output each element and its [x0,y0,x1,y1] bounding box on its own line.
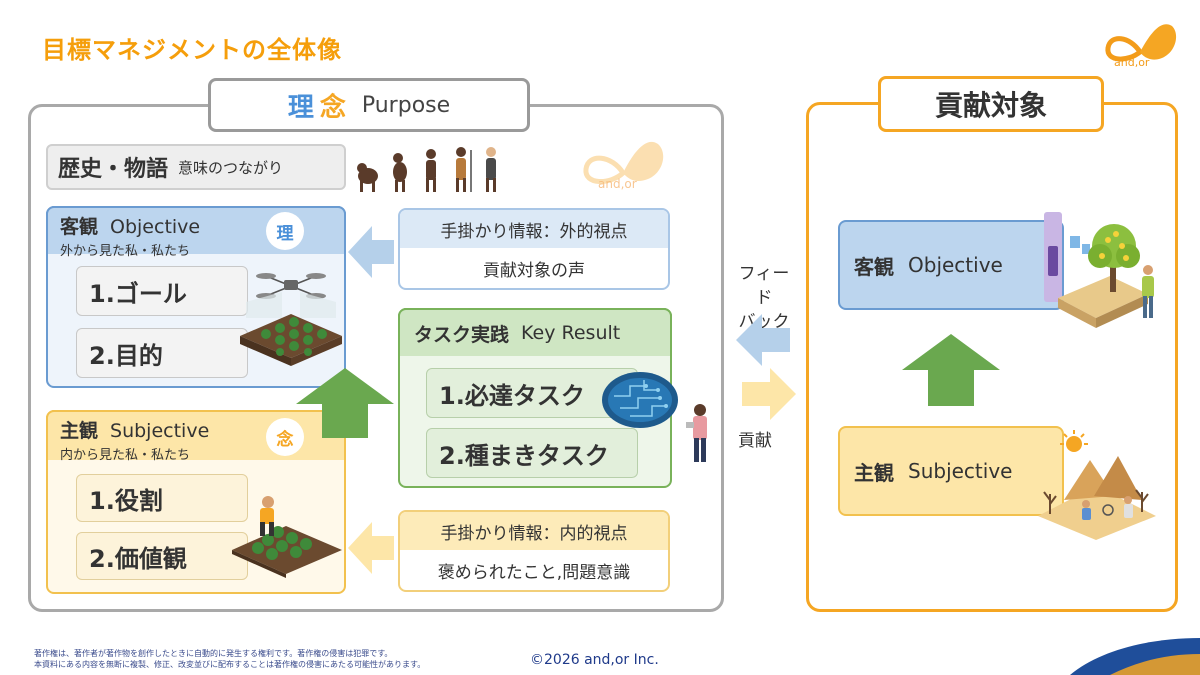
target-objective-en: Objective [908,253,1003,277]
desert-investigation-icon [1038,430,1156,540]
feedback-label-line1: フィード [738,264,790,308]
subjective-jp: 主観 [60,420,99,442]
farmer-field-icon [232,496,342,578]
clue-external-body: 貢献対象の声 [483,260,585,281]
and-or-logo-icon [1105,24,1177,62]
task-header: タスク実践 Key Result [398,308,672,356]
objective-item-purpose: 2.目的 [76,328,248,378]
page-title: 目標マネジメントの全体像 [42,36,342,64]
target-subjective-box: 主観 Subjective [838,426,1064,516]
objective-en: Objective [110,216,201,238]
subjective-badge: 念 [266,418,304,456]
history-box: 歴史・物語 意味のつながり [46,144,346,190]
history-sub: 意味のつながり [178,158,284,177]
objective-item-goal: 1.ゴール [76,266,248,316]
arrow-up-green-right-icon [902,334,1000,406]
clue-internal-box: 手掛かり情報：内的視点 褒められたこと,問題意識 [398,510,670,592]
footer-copyright-note: 著作権は、著作者が著作物を創作したときに自動的に発生する権利です。著作権の侵害は… [34,648,425,670]
subjective-sub: 内から見た私・私たち [60,448,191,463]
contribution-label: 貢献 [738,431,772,451]
task-en: Key Result [521,322,621,344]
contribution-target-title: 貢献対象 [878,76,1104,132]
target-objective-box: 客観 Objective [838,220,1064,310]
watermark-text: and,or [598,177,637,191]
task-item-required: 1.必達タスク [426,368,638,418]
footer-line2: 本資料にある内容を無断に複製、修正、改変並びに配布することは著作権の侵害にあたる… [34,660,426,669]
corner-decoration-icon [1070,638,1200,675]
clue-external-box: 手掛かり情報：外的視点 貢献対象の声 [398,208,670,290]
subjective-item-role: 1.役割 [76,474,248,522]
clue-internal-title: 手掛かり情報：内的視点 [400,512,668,550]
arrow-left-yellow-icon [348,522,394,574]
human-evolution-icon [357,147,496,192]
clue-internal-body: 褒められたこと,問題意識 [437,562,631,583]
subjective-item-values: 2.価値観 [76,532,248,580]
target-subjective-en: Subjective [908,459,1013,483]
logo-text: and,or [1114,56,1150,69]
purpose-ri: 理 [287,92,314,123]
brain-person-icon [602,372,707,462]
drone-field-icon [240,273,342,366]
objective-badge: 理 [266,212,304,250]
subjective-en: Subjective [110,420,210,442]
watermark-logo-icon [583,141,664,184]
footer-line1: 著作権は、著作者が著作物を創作したときに自動的に発生する権利です。著作権の侵害は… [34,649,393,658]
target-subjective-jp: 主観 [854,460,894,485]
task-jp: タスク実践 [414,323,510,346]
arrow-left-blue-icon [348,226,394,278]
objective-jp: 客観 [60,216,99,238]
clue-external-title: 手掛かり情報：外的視点 [400,210,668,248]
history-main: 歴史・物語 [58,157,169,182]
purpose-en: Purpose [361,92,451,118]
purpose-nen: 念 [319,92,346,123]
tree-planter-icon [1044,212,1154,328]
copyright: ©2026 and,or Inc. [530,652,659,668]
target-objective-jp: 客観 [854,254,894,279]
task-item-seed: 2.種まきタスク [426,428,638,478]
arrow-right-contribution-icon [742,368,796,420]
objective-sub: 外から見た私・私たち [60,244,191,259]
arrow-left-feedback-icon [736,314,790,366]
purpose-header: 理 念 Purpose [208,78,530,132]
arrow-up-green-icon [296,368,394,438]
